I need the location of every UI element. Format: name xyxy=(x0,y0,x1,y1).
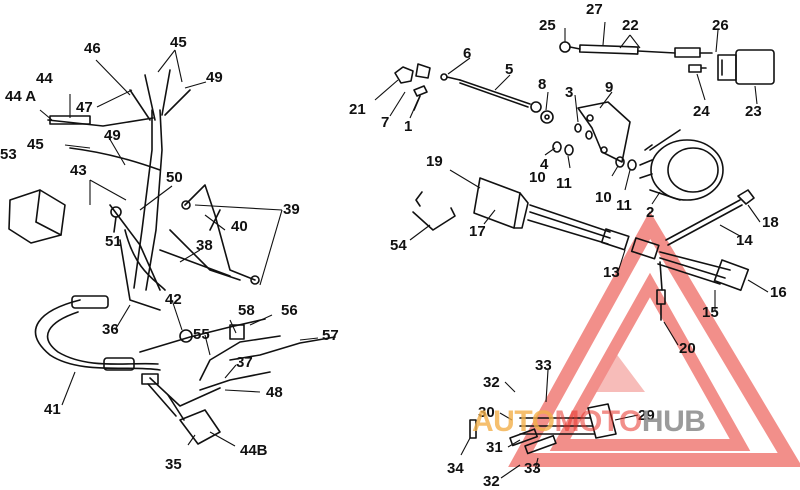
relay-53 xyxy=(9,190,65,243)
callout-38: 38 xyxy=(196,237,213,254)
bolt-51 xyxy=(111,207,121,232)
callout-10b: 10 xyxy=(595,189,612,206)
callout-25: 25 xyxy=(539,17,556,34)
watermark-word-moto: MOTO xyxy=(554,405,642,438)
washers-10-11 xyxy=(553,124,636,170)
callout-20: 20 xyxy=(679,340,696,357)
callout-49-top: 49 xyxy=(206,69,223,86)
callout-55: 55 xyxy=(193,326,210,343)
callout-44a: 44 A xyxy=(5,88,37,105)
connector-23 xyxy=(718,50,774,84)
clip-54 xyxy=(413,192,455,230)
callout-11a: 11 xyxy=(556,175,572,192)
callout-44: 44 xyxy=(36,70,53,87)
callout-45: 45 xyxy=(27,136,44,153)
watermark-logo: AUTOMOTOHUB xyxy=(472,405,706,439)
leader-lines xyxy=(40,22,768,478)
callout-56: 56 xyxy=(281,302,298,319)
watermark-word-auto: AUTO xyxy=(472,405,555,438)
callout-3: 3 xyxy=(565,84,574,101)
callout-8: 8 xyxy=(538,76,547,93)
cable-assembly-22 xyxy=(560,42,712,57)
callout-57: 57 xyxy=(322,327,339,344)
callout-32a: 32 xyxy=(483,374,500,391)
harness-wires xyxy=(48,70,240,310)
callout-17: 17 xyxy=(469,223,486,240)
connector-29 xyxy=(470,404,616,454)
connector-17 xyxy=(474,178,528,228)
callout-53: 53 xyxy=(0,146,17,163)
terminal-21 xyxy=(395,64,430,83)
callout-54: 54 xyxy=(390,237,407,254)
callout-33a: 33 xyxy=(535,357,552,374)
callout-43: 43 xyxy=(70,162,87,179)
watermark-triangle xyxy=(520,225,790,460)
screw-1 xyxy=(414,86,427,110)
pin-24 xyxy=(689,65,706,72)
callout-34: 34 xyxy=(447,460,464,477)
callout-50: 50 xyxy=(166,169,183,186)
callout-5: 5 xyxy=(505,61,514,78)
callout-41: 41 xyxy=(44,401,61,418)
bracket-9 xyxy=(578,102,630,162)
callout-30: 30 xyxy=(478,404,495,421)
callout-2: 2 xyxy=(646,204,655,221)
callout-24: 24 xyxy=(693,103,710,120)
callout-21: 21 xyxy=(349,101,366,118)
lead-5 xyxy=(441,74,541,112)
gauge-2 xyxy=(640,130,723,200)
callout-48: 48 xyxy=(266,384,283,401)
callout-14: 14 xyxy=(736,232,753,249)
nut-8 xyxy=(541,111,553,123)
callout-15: 15 xyxy=(702,304,719,321)
lead-20 xyxy=(657,262,665,320)
plug-35 xyxy=(148,378,220,444)
callout-19: 19 xyxy=(426,153,443,170)
callout-27: 27 xyxy=(586,1,603,18)
callout-32b: 32 xyxy=(483,473,500,490)
callout-13: 13 xyxy=(603,264,620,281)
callout-9: 9 xyxy=(605,79,614,96)
leads-55-58 xyxy=(140,319,335,390)
callout-26: 26 xyxy=(712,17,729,34)
callout-29: 29 xyxy=(638,407,655,424)
callout-22: 22 xyxy=(622,17,639,34)
callout-39: 39 xyxy=(283,201,300,218)
sleeve-41 xyxy=(36,296,160,370)
callout-36: 36 xyxy=(102,321,119,338)
wire-harness-15 xyxy=(528,205,748,290)
callout-37: 37 xyxy=(236,354,253,371)
callout-40: 40 xyxy=(231,218,248,235)
callout-31: 31 xyxy=(486,439,503,456)
callout-6: 6 xyxy=(463,45,472,62)
callout-11b: 11 xyxy=(616,197,632,214)
watermark-word-hub: HUB xyxy=(641,405,706,438)
callout-1: 1 xyxy=(404,118,413,135)
callout-46: 46 xyxy=(84,40,101,57)
callout-18: 18 xyxy=(762,214,779,231)
callout-7: 7 xyxy=(381,114,390,131)
callout-47: 47 xyxy=(76,99,93,116)
callout-51: 51 xyxy=(105,233,122,250)
terminals-39-40 xyxy=(182,185,259,284)
callout-23: 23 xyxy=(745,103,762,120)
callout-45-top: 45 xyxy=(170,34,187,51)
callout-44b: 44B xyxy=(240,442,268,459)
callout-10a: 10 xyxy=(529,169,546,186)
callout-49: 49 xyxy=(104,127,121,144)
callout-33b: 33 xyxy=(524,460,541,477)
callout-4: 4 xyxy=(540,156,549,173)
callout-16: 16 xyxy=(770,284,787,301)
lead-14-18 xyxy=(666,190,754,245)
callout-42: 42 xyxy=(165,291,182,308)
callout-35: 35 xyxy=(165,456,182,473)
callout-58: 58 xyxy=(238,302,255,319)
